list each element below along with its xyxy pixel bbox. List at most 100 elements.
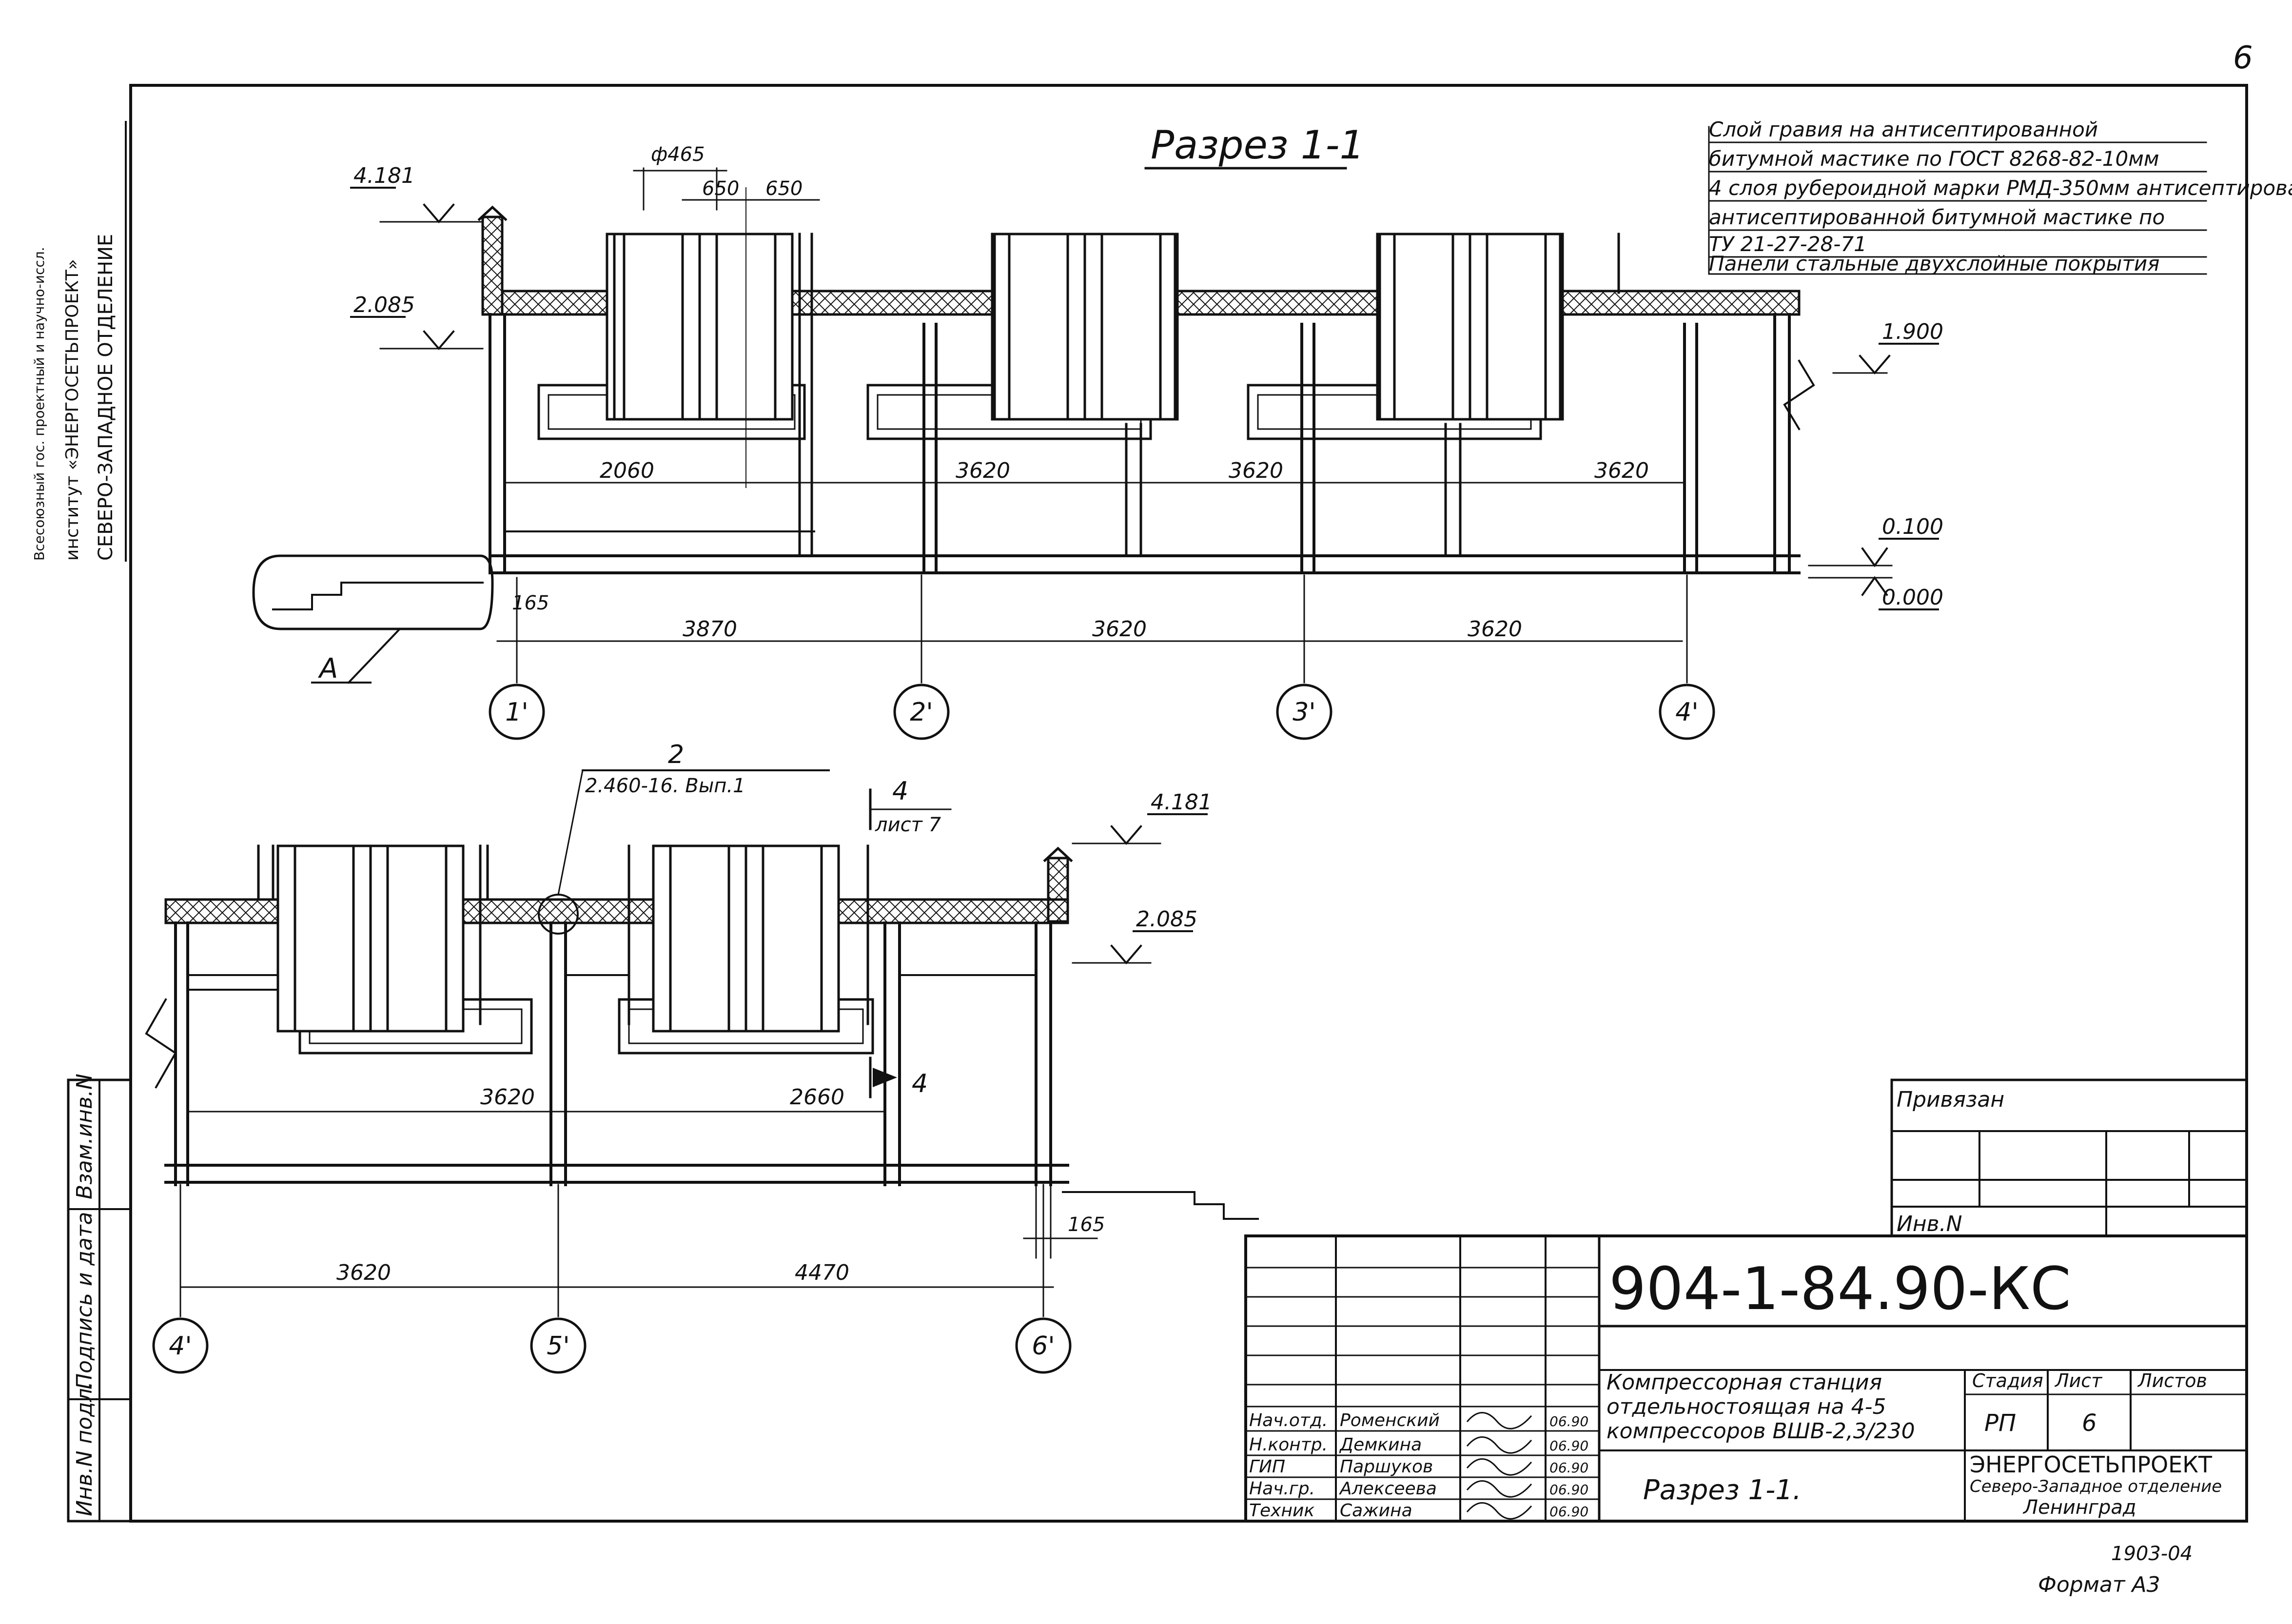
axis-bubble-3: 3'	[1276, 684, 1332, 740]
svg-text:4: 4	[912, 1069, 928, 1098]
svg-text:Привязан: Привязан	[1897, 1087, 2004, 1112]
svg-text:Всесоюзный гос. проектный и на: Всесоюзный гос. проектный и научно-иссл.	[31, 247, 47, 561]
privyazan-block: Привязан Инв.N	[1890, 1078, 2248, 1237]
svg-text:Роменский: Роменский	[1340, 1410, 1440, 1430]
svg-text:3620: 3620	[336, 1260, 391, 1285]
svg-text:2: 2	[668, 740, 684, 769]
signature-row: Нач.отд. Роменский 06.90	[1249, 1410, 1588, 1430]
svg-text:Н.контр.: Н.контр.	[1249, 1435, 1328, 1455]
svg-text:Паршуков: Паршуков	[1340, 1457, 1433, 1477]
svg-text:1': 1'	[505, 698, 528, 727]
svg-text:ГИП: ГИП	[1249, 1457, 1285, 1477]
svg-text:Нач.гр.: Нач.гр.	[1249, 1479, 1315, 1499]
svg-text:650: 650	[702, 177, 739, 200]
section-title: Разрез 1-1	[1151, 122, 1364, 168]
axis-bubble-4: 4'	[1659, 684, 1715, 740]
level-mark-4181-bottom: 4.181	[1072, 790, 1212, 845]
left-approval-strip: Взам.инв.N Подпись и дата Инв.N подл.	[67, 1074, 132, 1523]
svg-text:РП: РП	[1984, 1409, 2016, 1437]
svg-text:4 слоя рубероидной марки РМД-3: 4 слоя рубероидной марки РМД-350мм антис…	[1709, 176, 2292, 200]
svg-text:Нач.отд.: Нач.отд.	[1249, 1410, 1328, 1430]
svg-text:2.085: 2.085	[1136, 907, 1197, 932]
svg-text:165: 165	[512, 592, 549, 614]
svg-text:Сажина: Сажина	[1340, 1501, 1412, 1521]
page-number: 6	[2233, 40, 2253, 76]
agency-stamp: Всесоюзный гос. проектный и научно-иссл.…	[31, 121, 127, 562]
svg-text:4470: 4470	[795, 1260, 849, 1285]
title-block: 904-1-84.90-КС Компрессорная станция отд…	[1244, 1234, 2248, 1523]
svg-text:06.90: 06.90	[1549, 1504, 1588, 1520]
svg-text:4: 4	[892, 777, 908, 806]
signature-row: Техник Сажина 06.90	[1249, 1501, 1588, 1521]
axis-bubble-5: 5'	[530, 1317, 587, 1374]
level-mark-2085: 2.085	[350, 293, 484, 351]
svg-text:Демкина: Демкина	[1339, 1435, 1422, 1455]
svg-text:06.90: 06.90	[1549, 1438, 1588, 1454]
document-code: 904-1-84.90-КС	[1609, 1255, 2071, 1323]
level-mark-1900: 1.900	[1832, 319, 1943, 375]
svg-text:Компрессорная станция: Компрессорная станция	[1606, 1370, 1882, 1395]
axis-bubble-6: 6'	[1015, 1317, 1072, 1374]
svg-text:Инв.N: Инв.N	[1897, 1212, 1962, 1236]
svg-text:3620: 3620	[1468, 617, 1522, 642]
svg-text:Взам.инв.N: Взам.инв.N	[72, 1074, 97, 1199]
svg-text:0.100: 0.100	[1882, 514, 1943, 539]
signature-row: Нач.гр. Алексеева 06.90	[1249, 1479, 1588, 1499]
svg-text:Ленинград: Ленинград	[2022, 1496, 2136, 1519]
svg-text:3620: 3620	[480, 1085, 535, 1110]
axis-bubble-2: 2'	[893, 684, 950, 740]
svg-text:ТУ 21-27-28-71: ТУ 21-27-28-71	[1709, 232, 1867, 256]
svg-text:антисептированной битумной мас: антисептированной битумной мастике по	[1709, 205, 2165, 229]
svg-text:лист 7: лист 7	[875, 814, 941, 836]
svg-text:СЕВЕРО-ЗАПАДНОЕ ОТДЕЛЕНИЕ: СЕВЕРО-ЗАПАДНОЕ ОТДЕЛЕНИЕ	[95, 234, 117, 561]
drawing-frame	[129, 84, 2248, 1523]
sheet-format: Формат А3	[2038, 1572, 2160, 1597]
svg-text:Листов: Листов	[2137, 1370, 2207, 1391]
svg-text:4': 4'	[169, 1331, 192, 1361]
svg-text:А: А	[318, 653, 338, 685]
drawing-title: Разрез 1-1.	[1643, 1474, 1802, 1506]
svg-text:650: 650	[765, 177, 803, 200]
svg-text:06.90: 06.90	[1549, 1460, 1588, 1476]
svg-text:3870: 3870	[683, 617, 737, 642]
svg-text:Инв.N подл.: Инв.N подл.	[72, 1381, 97, 1516]
svg-text:06.90: 06.90	[1549, 1482, 1588, 1498]
svg-text:Северо-Западное отделение: Северо-Западное отделение	[1970, 1477, 2222, 1496]
svg-text:Панели стальные двухслойные по: Панели стальные двухслойные покрытия	[1709, 252, 2159, 275]
roof-note: Слой гравия на антисептированной битумно…	[1708, 117, 2292, 275]
svg-text:Слой гравия на антисептированн: Слой гравия на антисептированной	[1709, 117, 2098, 141]
svg-text:битумной мастике по ГОСТ 8268-: битумной мастике по ГОСТ 8268-82-10мм	[1709, 147, 2159, 171]
svg-text:2660: 2660	[790, 1085, 844, 1110]
svg-text:2.460-16. Вып.1: 2.460-16. Вып.1	[585, 775, 745, 797]
svg-text:Алексеева: Алексеева	[1339, 1479, 1437, 1499]
svg-text:компрессоров ВШВ-2,3/230: компрессоров ВШВ-2,3/230	[1606, 1419, 1915, 1444]
svg-text:3620: 3620	[956, 458, 1010, 483]
svg-text:3620: 3620	[1092, 617, 1147, 642]
svg-text:2': 2'	[910, 698, 933, 727]
level-mark-0100: 0.100	[1808, 514, 1943, 567]
svg-text:отдельностоящая на 4-5: отдельностоящая на 4-5	[1606, 1394, 1886, 1419]
cut-mark: 4 лист 7 4	[869, 777, 952, 1098]
svg-text:Техник: Техник	[1249, 1501, 1314, 1521]
svg-text:4.181: 4.181	[1151, 790, 1212, 815]
svg-text:3620: 3620	[1229, 458, 1283, 483]
svg-text:3620: 3620	[1594, 458, 1649, 483]
level-mark-0000: 0.000	[1808, 576, 1943, 610]
svg-text:Стадия: Стадия	[1972, 1370, 2043, 1391]
svg-text:Подпись и дата: Подпись и дата	[72, 1212, 97, 1389]
svg-text:0.000: 0.000	[1882, 585, 1943, 610]
svg-text:5': 5'	[547, 1331, 569, 1361]
svg-text:06.90: 06.90	[1549, 1413, 1588, 1429]
axis-bubble-4-bottom: 4'	[152, 1317, 209, 1374]
level-mark-4181: 4.181	[350, 163, 484, 224]
node-reference: 2 2.460-16. Вып.1	[538, 740, 830, 935]
svg-text:2060: 2060	[600, 458, 654, 483]
svg-text:институт «ЭНЕРГОСЕТЬПРОЕКТ»: институт «ЭНЕРГОСЕТЬПРОЕКТ»	[62, 259, 82, 561]
svg-text:165: 165	[1068, 1213, 1105, 1236]
level-mark-2085-bottom: 2.085	[1072, 907, 1197, 965]
section-bottom: 2 2.460-16. Вып.1 4 лист 7 4 4.181 2.085	[145, 740, 1259, 1374]
callout-a: А	[252, 554, 494, 685]
svg-text:3': 3'	[1293, 698, 1315, 727]
signature-row: ГИП Паршуков 06.90	[1249, 1457, 1588, 1477]
